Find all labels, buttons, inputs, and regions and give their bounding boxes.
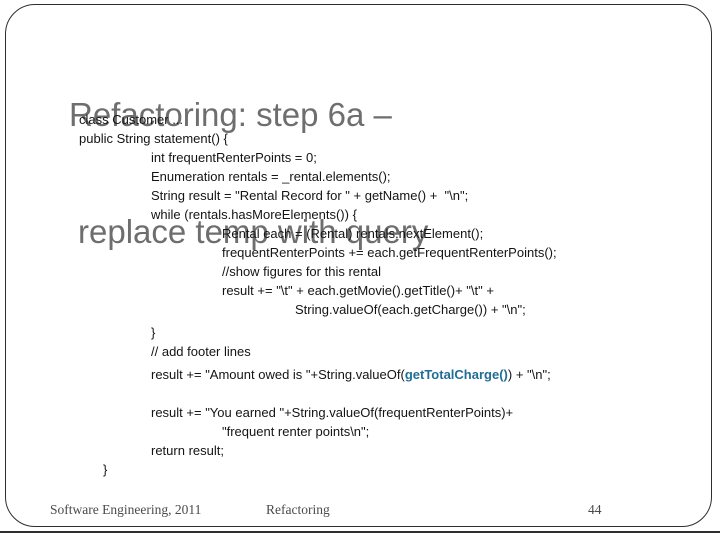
- code-text: result += "Amount owed is "+String.value…: [151, 367, 405, 382]
- footer-section-label: Refactoring: [266, 502, 330, 517]
- code-text: //show figures for this rental: [222, 264, 381, 279]
- code-text: int frequentRenterPoints = 0;: [151, 150, 317, 165]
- code-line: while (rentals.hasMoreElements()) {: [79, 205, 557, 224]
- code-line: Enumeration rentals = _rental.elements()…: [79, 167, 557, 186]
- code-block: class Customer ... public String statemen…: [79, 110, 557, 479]
- code-line: [79, 384, 557, 403]
- code-line: result += "\t" + each.getMovie().getTitl…: [79, 281, 557, 300]
- code-line: frequentRenterPoints += each.getFrequent…: [79, 243, 557, 262]
- code-text: result += "\t" + each.getMovie().getTitl…: [222, 283, 494, 298]
- page-title-line-1: Refactoring: step 6a –: [69, 96, 392, 133]
- code-line: "frequent renter points\n";: [79, 422, 557, 441]
- code-text: Rental each = (Rental) rentals.nextEleme…: [222, 226, 484, 241]
- code-line: String.valueOf(each.getCharge()) + "\n";: [79, 300, 557, 319]
- code-line: result += "You earned "+String.valueOf(f…: [79, 403, 557, 422]
- code-text: Enumeration rentals = _rental.elements()…: [151, 169, 391, 184]
- code-line: }: [79, 460, 557, 479]
- slide-bottom-edge: [0, 531, 720, 533]
- code-text: ) + "\n";: [507, 367, 551, 382]
- code-text: class Customer ...: [79, 112, 184, 127]
- code-text: String.valueOf(each.getCharge()) + "\n";: [295, 302, 526, 317]
- page-number: 44: [588, 502, 602, 517]
- page-title: Refactoring: step 6a – replace temp with…: [69, 17, 428, 290]
- code-text: }: [103, 462, 108, 477]
- code-text: String result = "Rental Record for " + g…: [151, 188, 469, 203]
- code-line: int frequentRenterPoints = 0;: [79, 148, 557, 167]
- highlighted-method-call: getTotalCharge(): [404, 367, 508, 382]
- code-line: return result;: [79, 441, 557, 460]
- code-text: frequentRenterPoints += each.getFrequent…: [222, 245, 557, 260]
- page-title-line-2: replace temp with query: [78, 213, 429, 250]
- code-line: //show figures for this rental: [79, 262, 557, 281]
- slide-border: [5, 4, 712, 527]
- code-line: result += "Amount owed is "+String.value…: [79, 365, 557, 384]
- code-text: }: [151, 325, 156, 340]
- code-line: }: [79, 323, 557, 342]
- code-text: public String statement() {: [79, 131, 228, 146]
- code-line: String result = "Rental Record for " + g…: [79, 186, 557, 205]
- code-text: while (rentals.hasMoreElements()) {: [151, 207, 357, 222]
- footer: Software Engineering, 2011 Refactoring 4…: [0, 502, 720, 520]
- code-line: public String statement() {: [79, 129, 557, 148]
- code-text: return result;: [151, 443, 224, 458]
- code-line: class Customer ...: [79, 110, 557, 129]
- code-line: Rental each = (Rental) rentals.nextEleme…: [79, 224, 557, 243]
- code-text: // add footer lines: [151, 344, 251, 359]
- code-text: result += "You earned "+String.valueOf(f…: [151, 405, 514, 420]
- footer-course-label: Software Engineering, 2011: [50, 502, 202, 517]
- code-text: "frequent renter points\n";: [222, 424, 370, 439]
- code-line: // add footer lines: [79, 342, 557, 361]
